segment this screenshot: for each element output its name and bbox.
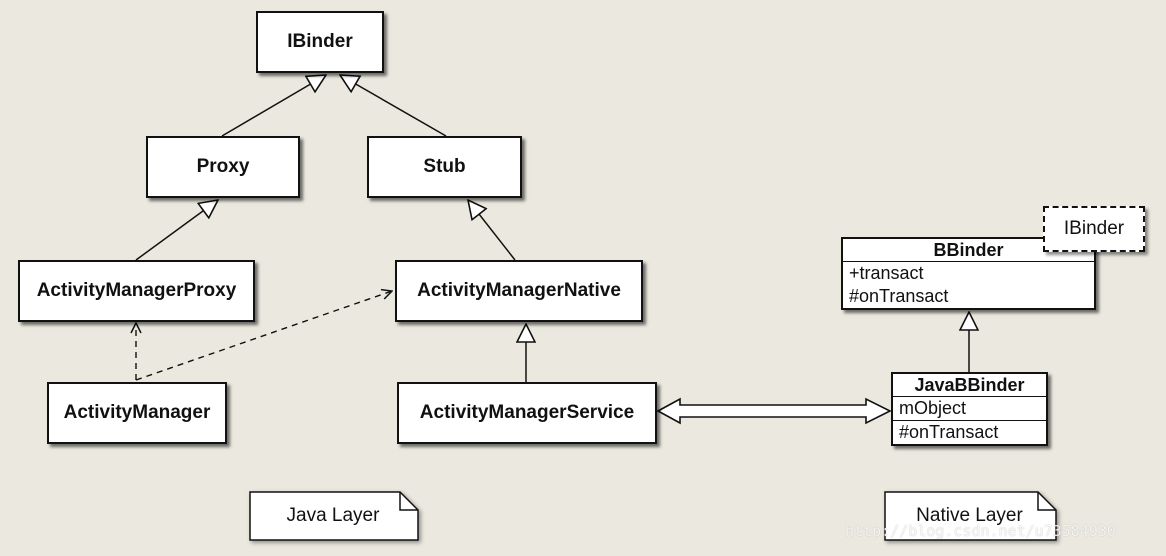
amproxy-inherits-proxy-line [135, 200, 218, 261]
java-bbinder-fields: mObject [893, 397, 1046, 421]
stub-inherits-ibinder-line [340, 75, 447, 137]
java-bbinder-class-name: JavaBBinder [893, 374, 1046, 397]
activity-manager-class: ActivityManager [47, 382, 227, 444]
proxy-inherits-ibinder-line [221, 75, 326, 137]
am-depends-amnative-line [135, 291, 392, 381]
amservice-javabbinder-link [656, 397, 892, 425]
native-layer-note-text: Native Layer [916, 505, 1023, 526]
java-bbinder-method: #onTransact [899, 422, 999, 442]
activity-manager-proxy-class: ActivityManagerProxy [18, 260, 255, 322]
ibinder-class: IBinder [256, 11, 384, 73]
java-bbinder-methods: #onTransact [893, 421, 1046, 444]
activity-manager-service-class: ActivityManagerService [397, 382, 657, 444]
java-bbinder-class: JavaBBinder mObject #onTransact [891, 372, 1048, 446]
watermark-text: http://blog.csdn.net/u73584930 [845, 522, 1116, 540]
amnative-inherits-stub-line [468, 200, 516, 261]
proxy-class: Proxy [146, 136, 300, 198]
bbinder-method: +transact [849, 263, 924, 283]
java-bbinder-field: mObject [899, 398, 967, 418]
java-layer-note-text: Java Layer [286, 505, 380, 526]
bbinder-methods: +transact #onTransact [843, 262, 1094, 308]
activity-manager-native-class: ActivityManagerNative [395, 260, 643, 322]
bbinder-class-name: BBinder [843, 239, 1094, 262]
native-layer-note [884, 491, 1057, 541]
java-layer-note [249, 491, 419, 541]
bbinder-method: #onTransact [849, 286, 949, 306]
bbinder-template-parameter: IBinder [1043, 206, 1145, 252]
stub-class: Stub [367, 136, 522, 198]
